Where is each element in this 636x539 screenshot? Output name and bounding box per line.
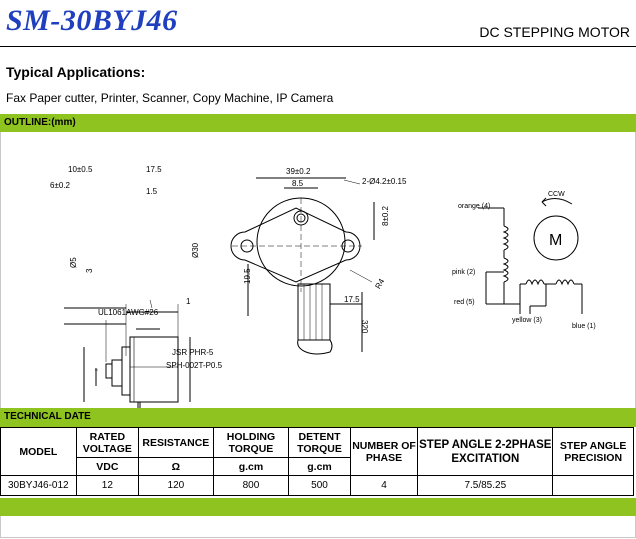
dim-front-19-5: 19.5 <box>243 268 252 284</box>
technical-band: TECHNICAL DATE <box>0 408 636 427</box>
wiring-diagram <box>478 197 583 314</box>
dim-front-holes: 2-Ø4.2±0.15 <box>362 177 407 186</box>
dim-front-320: 320 <box>360 320 369 334</box>
unit-resistance: Ω <box>138 457 214 476</box>
dim-side-3: 3 <box>85 268 94 273</box>
cell-holding-torque: 800 <box>212 475 290 496</box>
spec-header-row: MODEL RATED VOLTAGE RESISTANCE HOLDING T… <box>0 427 634 476</box>
spec-table: MODEL RATED VOLTAGE RESISTANCE HOLDING T… <box>0 427 634 496</box>
side-view <box>64 299 191 412</box>
dim-front-8-5: 8.5 <box>292 179 304 188</box>
dim-side-1-5: 1.5 <box>146 187 158 196</box>
rotation-label: CCW <box>548 191 565 198</box>
technical-label: TECHNICAL DATE <box>4 411 91 422</box>
spec-unit-row: VDC Ω g.cm g.cm <box>1 457 634 476</box>
cell-model: 30BYJ46-012 <box>0 475 77 496</box>
unit-detent-torque: g.cm <box>288 457 351 476</box>
dim-side-30: Ø30 <box>191 242 200 258</box>
wire-blue: blue (1) <box>572 323 596 330</box>
cell-detent-torque: 500 <box>288 475 351 496</box>
cell-step-angle: 7.5/85.25 <box>417 475 554 496</box>
wire-orange: orange (4) <box>458 203 490 210</box>
dim-front-8: 8±0.2 <box>381 205 390 226</box>
header-divider <box>0 46 636 47</box>
dim-front-r4: R4 <box>373 277 386 291</box>
product-subtitle: DC STEPPING MOTOR <box>479 24 630 40</box>
wire-red: red (5) <box>454 299 475 306</box>
cell-precision <box>552 475 634 496</box>
outline-band: OUTLINE:(mm) <box>0 114 636 132</box>
dim-side-6: 6±0.2 <box>50 181 71 190</box>
header-rated-voltage: RATED VOLTAGE <box>75 427 140 458</box>
connector-label-2: SPH-002T-P0.5 <box>166 361 223 370</box>
dim-front-39: 39±0.2 <box>286 167 311 176</box>
dim-side-1: 1 <box>186 297 191 306</box>
outline-drawing: 10±0.5 17.5 6±0.2 1.5 Ø5 3 Ø30 1 UL1061A… <box>50 165 596 412</box>
header-resistance: RESISTANCE <box>138 427 214 458</box>
header-holding-torque: HOLDING TORQUE <box>212 427 290 458</box>
dim-side-5: Ø5 <box>69 257 78 268</box>
motor-symbol: M <box>549 232 562 249</box>
dim-side-17-5: 17.5 <box>146 165 162 174</box>
wire-pink: pink (2) <box>452 269 475 276</box>
header-model: MODEL <box>0 427 77 476</box>
unit-holding-torque: g.cm <box>212 457 290 476</box>
unit-rated-voltage: VDC <box>75 457 140 476</box>
header-step-angle: STEP ANGLE 2-2PHASE EXCITATION <box>417 427 554 476</box>
footer-band <box>0 498 636 516</box>
wire-label: UL1061AWG#26 <box>98 308 159 317</box>
header-phases: NUMBER OF PHASE <box>349 427 419 476</box>
cell-phases: 4 <box>349 475 419 496</box>
footer-box <box>0 516 636 538</box>
front-view <box>230 177 375 355</box>
product-title: SM-30BYJ46 <box>6 4 178 37</box>
dim-side-10: 10±0.5 <box>68 165 93 174</box>
outline-label: OUTLINE:(mm) <box>4 117 76 128</box>
applications-text: Fax Paper cutter, Printer, Scanner, Copy… <box>6 91 334 105</box>
header-precision: STEP ANGLE PRECISION <box>552 427 634 476</box>
wire-yellow: yellow (3) <box>512 317 542 324</box>
header-detent-torque: DETENT TORQUE <box>288 427 351 458</box>
connector-label-1: JSR PHR-5 <box>172 348 214 357</box>
dim-front-17-5: 17.5 <box>344 295 360 304</box>
table-row: 30BYJ46-012 12 120 800 500 4 7.5/85.25 <box>0 475 634 496</box>
cell-rated-voltage: 12 <box>75 475 140 496</box>
cell-resistance: 120 <box>138 475 214 496</box>
applications-heading: Typical Applications: <box>6 64 146 80</box>
